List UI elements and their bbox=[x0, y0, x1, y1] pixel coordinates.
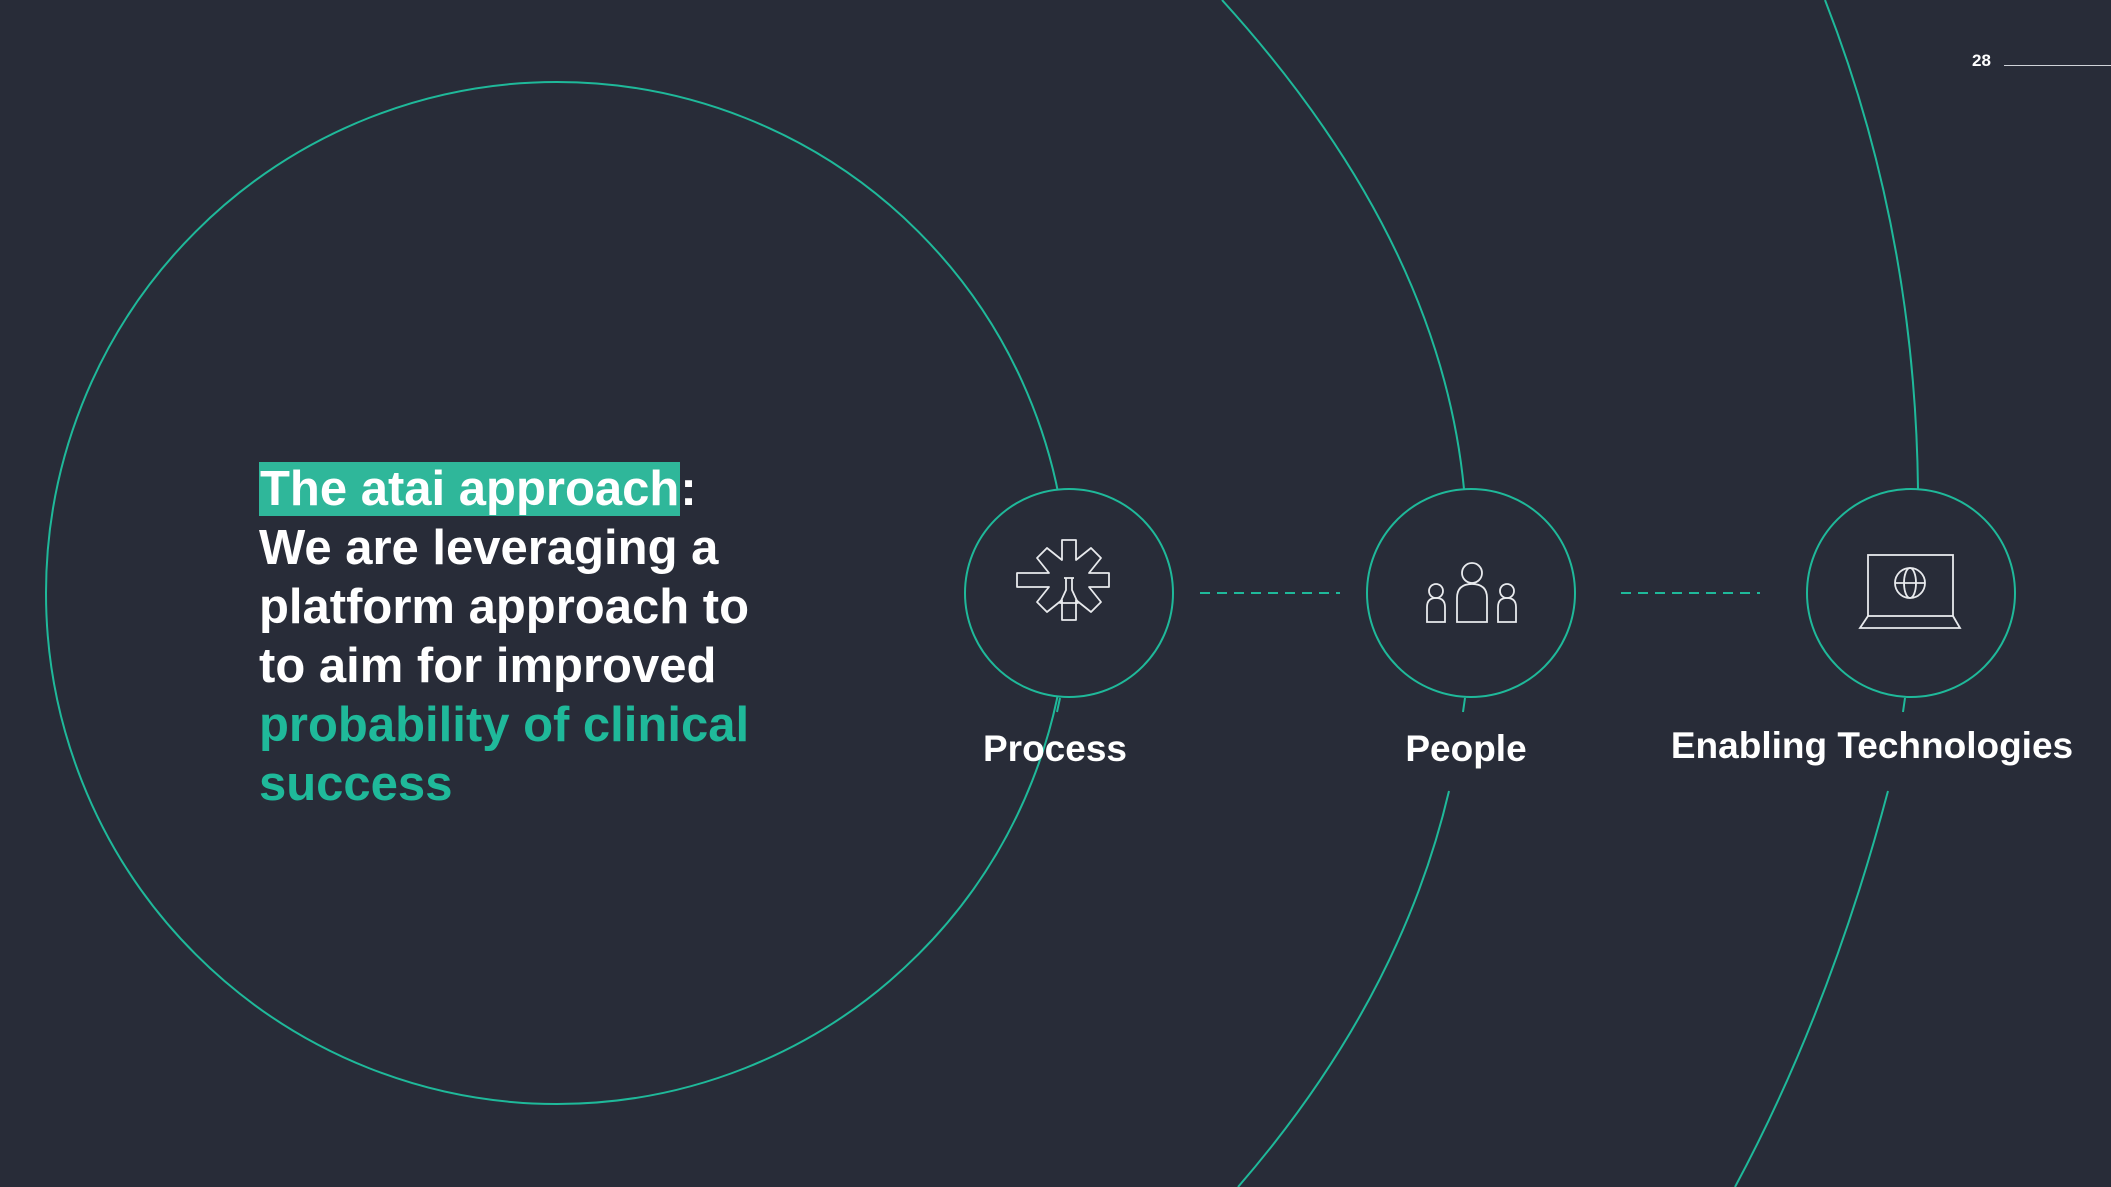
headline: The atai approach: We are leveraging a p… bbox=[259, 460, 819, 814]
headline-accent-line-1: probability of clinical bbox=[259, 698, 750, 752]
pillar-circle-process bbox=[964, 488, 1174, 698]
page-number-rule bbox=[2004, 65, 2111, 66]
pillar-label-enabling-technologies: Enabling Technologies bbox=[1670, 725, 2074, 766]
headline-line-3: platform approach to bbox=[259, 580, 750, 634]
people-arc bbox=[1221, 0, 1465, 490]
pillar-circle-people bbox=[1366, 488, 1576, 698]
people-arc-lower bbox=[1237, 790, 1450, 1187]
people-group-icon bbox=[1426, 562, 1517, 623]
headline-line-1: The atai approach: bbox=[259, 460, 819, 519]
pillar-circle-tech bbox=[1806, 488, 2016, 698]
headline-highlight: The atai approach bbox=[259, 462, 681, 516]
laptop-globe-icon bbox=[1858, 554, 1962, 629]
headline-line-4: to aim for improved bbox=[259, 639, 717, 693]
page-number: 28 bbox=[1972, 51, 1991, 70]
headline-colon: : bbox=[680, 462, 697, 516]
tech-arc-lower bbox=[1734, 790, 1889, 1187]
headline-accent-line-2: success bbox=[259, 757, 453, 811]
pillar-label-people: People bbox=[1405, 728, 1527, 769]
headline-line-2: We are leveraging a bbox=[259, 521, 719, 575]
tech-arc bbox=[1824, 0, 1919, 490]
pillar-label-process: Process bbox=[983, 728, 1127, 769]
gear-flask-icon bbox=[1016, 539, 1110, 621]
